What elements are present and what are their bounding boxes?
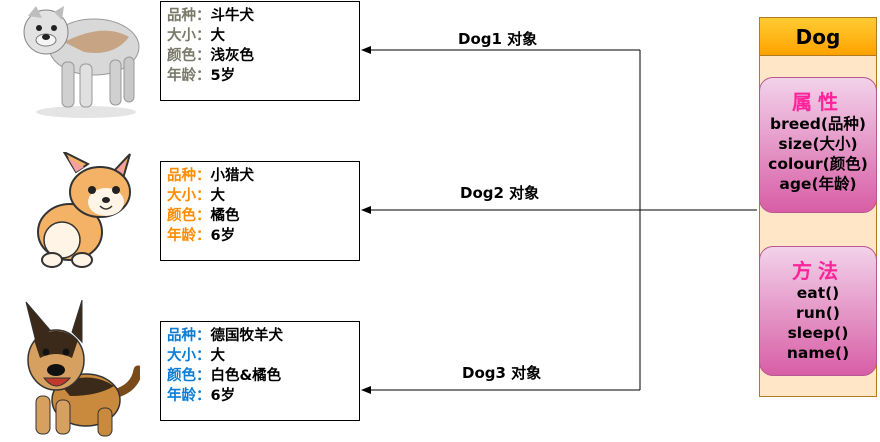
dog3-size-value: 大 (210, 348, 226, 364)
dog2-colour-row: 颜色：橘色 (167, 206, 353, 226)
dog3-colour-row: 颜色：白色&橘色 (167, 366, 353, 386)
dog2-colour-value: 橘色 (210, 208, 240, 224)
dog1-breed-label: 品种： (167, 8, 211, 24)
dog3-breed-label: 品种： (167, 328, 211, 344)
dog3-breed-row: 品种：德国牧羊犬 (167, 326, 353, 346)
dog1-edge-label: Dog1 对象 (458, 30, 538, 48)
dog1-size-label: 大小： (167, 28, 211, 44)
method-item: sleep() (787, 324, 849, 342)
dog2-size-value: 大 (210, 188, 226, 204)
dog1-breed-row: 品种：斗牛犬 (167, 6, 353, 26)
methods-section: 方法 eat() run() sleep() name() (759, 246, 877, 376)
dog3-size-row: 大小：大 (167, 346, 353, 366)
dog2-colour-label: 颜色： (167, 208, 211, 224)
attributes-title: 属性 (792, 90, 844, 114)
dog3-breed-value: 德国牧羊犬 (210, 328, 284, 344)
dog1-age-row: 年龄：5岁 (167, 66, 353, 86)
attribute-item: size(大小) (778, 135, 858, 153)
method-item: run() (796, 304, 840, 322)
dog1-object-box: 品种：斗牛犬 大小：大 颜色：浅灰色 年龄：5岁 (160, 1, 360, 101)
dog1-breed-value: 斗牛犬 (210, 8, 255, 24)
dog3-age-label: 年龄： (167, 388, 211, 404)
dog2-object-box: 品种：小猎犬 大小：大 颜色：橘色 年龄：6岁 (160, 161, 360, 261)
method-item: name() (786, 344, 850, 362)
dog1-size-row: 大小：大 (167, 26, 353, 46)
dog3-edge-label: Dog3 对象 (462, 364, 542, 382)
dog3-object-box: 品种：德国牧羊犬 大小：大 颜色：白色&橘色 年龄：6岁 (160, 321, 360, 421)
dog1-age-value: 5岁 (210, 68, 236, 84)
dog3-age-row: 年龄：6岁 (167, 386, 353, 406)
dog2-breed-row: 品种：小猎犬 (167, 166, 353, 186)
attributes-section: 属性 breed(品种) size(大小) colour(颜色) age(年龄) (759, 77, 877, 213)
dog2-age-row: 年龄：6岁 (167, 226, 353, 246)
attribute-item: age(年龄) (779, 175, 857, 193)
dog2-size-row: 大小：大 (167, 186, 353, 206)
corgi-illustration (37, 152, 131, 268)
attribute-item: colour(颜色) (768, 155, 868, 173)
dog2-age-label: 年龄： (167, 228, 211, 244)
dog-class-title: Dog (759, 17, 877, 56)
attribute-item: breed(品种) (769, 115, 867, 133)
dog2-edge-label: Dog2 对象 (460, 184, 540, 202)
dog1-age-label: 年龄： (167, 68, 211, 84)
dog3-size-label: 大小： (167, 348, 211, 364)
bulldog-illustration (23, 6, 140, 118)
dog1-colour-row: 颜色：浅灰色 (167, 46, 353, 66)
dog2-breed-label: 品种： (167, 168, 211, 184)
dog1-colour-label: 颜色： (167, 48, 211, 64)
dog1-size-value: 大 (210, 28, 226, 44)
method-item: eat() (796, 284, 840, 302)
dog3-colour-label: 颜色： (167, 368, 211, 384)
dog3-colour-value: 白色&橘色 (210, 368, 282, 384)
methods-title: 方法 (792, 259, 844, 283)
dog2-size-label: 大小： (167, 188, 211, 204)
dog1-colour-value: 浅灰色 (210, 48, 255, 64)
dog3-age-value: 6岁 (210, 388, 236, 404)
dog2-breed-value: 小猎犬 (210, 168, 255, 184)
dog2-age-value: 6岁 (210, 228, 236, 244)
german-shepherd-illustration (25, 300, 140, 437)
